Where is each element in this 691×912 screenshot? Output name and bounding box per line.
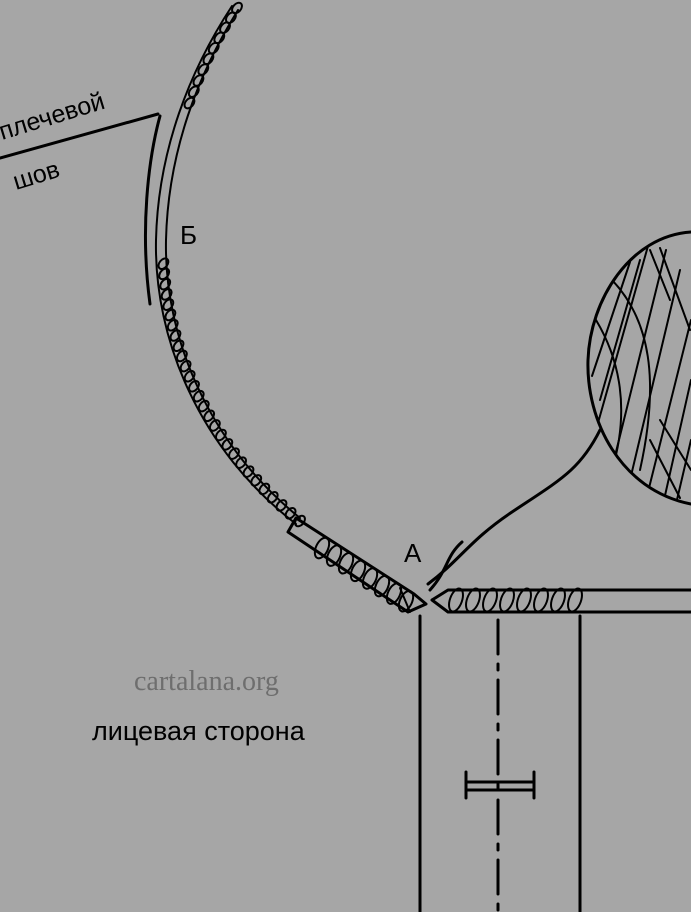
cable-stitch xyxy=(166,318,179,332)
cable-stitch xyxy=(169,329,182,342)
point-b-label: Б xyxy=(180,220,197,250)
right-needle-stitch xyxy=(499,587,515,613)
needle-right xyxy=(430,588,691,614)
cable-stitch xyxy=(258,482,271,496)
cable-stitch xyxy=(172,339,185,353)
face-side-label: лицевая сторона xyxy=(92,716,306,746)
cable-stitch xyxy=(187,85,200,98)
cable-stitches xyxy=(157,1,306,528)
tip-stitch xyxy=(385,582,403,605)
working-yarn-lower xyxy=(428,540,464,592)
tip-stitch xyxy=(349,559,367,583)
right-needle-stitch xyxy=(465,587,481,613)
point-a-label: А xyxy=(404,538,422,568)
needle-tip-stitches xyxy=(313,536,415,613)
cable-stitch xyxy=(250,474,263,487)
right-needle-stitch xyxy=(448,587,464,613)
stitch-marker-icon xyxy=(464,770,536,800)
cable-stitch xyxy=(183,369,196,383)
tip-stitch xyxy=(325,544,343,567)
shoulder-seam-pointer xyxy=(0,112,160,160)
cable-stitch xyxy=(159,277,172,291)
cable-stitch xyxy=(197,63,210,76)
tip-stitch xyxy=(313,536,331,560)
right-needle-stitch xyxy=(550,587,566,613)
right-needle-stitch xyxy=(482,587,498,613)
shoulder-seam-label-line1: плечевой xyxy=(0,87,108,146)
cable-stitch xyxy=(183,96,196,110)
cable-stitch xyxy=(188,379,200,393)
right-needle-stitch xyxy=(516,587,532,613)
cable-stitch xyxy=(158,267,171,281)
needle-cable-inner xyxy=(164,9,301,519)
yarn-ball-icon xyxy=(586,230,691,506)
neckline-edge xyxy=(144,114,162,306)
cable-stitch xyxy=(275,499,288,512)
tip-stitch xyxy=(337,551,355,575)
right-needle-stitch xyxy=(567,587,583,613)
tip-stitch xyxy=(361,567,379,590)
needle-right-stitches xyxy=(448,587,583,613)
cable-stitch xyxy=(214,428,227,442)
cable-stitch xyxy=(179,359,192,373)
cable-stitch xyxy=(192,74,205,87)
cable-stitch xyxy=(228,447,240,460)
needle-cable-outer xyxy=(154,5,297,525)
cable-stitch xyxy=(266,490,279,504)
tip-stitch xyxy=(397,589,415,613)
cable-stitch xyxy=(197,399,210,413)
watermark: cartalana.org xyxy=(134,666,279,697)
cable-stitch xyxy=(175,349,188,363)
working-yarn-upper xyxy=(426,428,602,586)
cable-stitch xyxy=(242,465,255,478)
cable-stitch xyxy=(221,438,234,451)
cable-stitch xyxy=(203,409,216,423)
cable-stitch xyxy=(208,419,221,432)
cable-stitch xyxy=(164,308,177,322)
cable-stitch xyxy=(157,257,170,270)
cable-stitch xyxy=(235,456,247,469)
cable-stitch xyxy=(160,288,173,301)
cable-stitch xyxy=(162,298,175,311)
right-needle-stitch xyxy=(533,587,549,613)
cable-stitch xyxy=(192,389,205,403)
cable-stitch xyxy=(284,507,297,520)
shoulder-seam-label-line2: шов xyxy=(10,155,63,196)
tip-stitch xyxy=(373,574,391,598)
